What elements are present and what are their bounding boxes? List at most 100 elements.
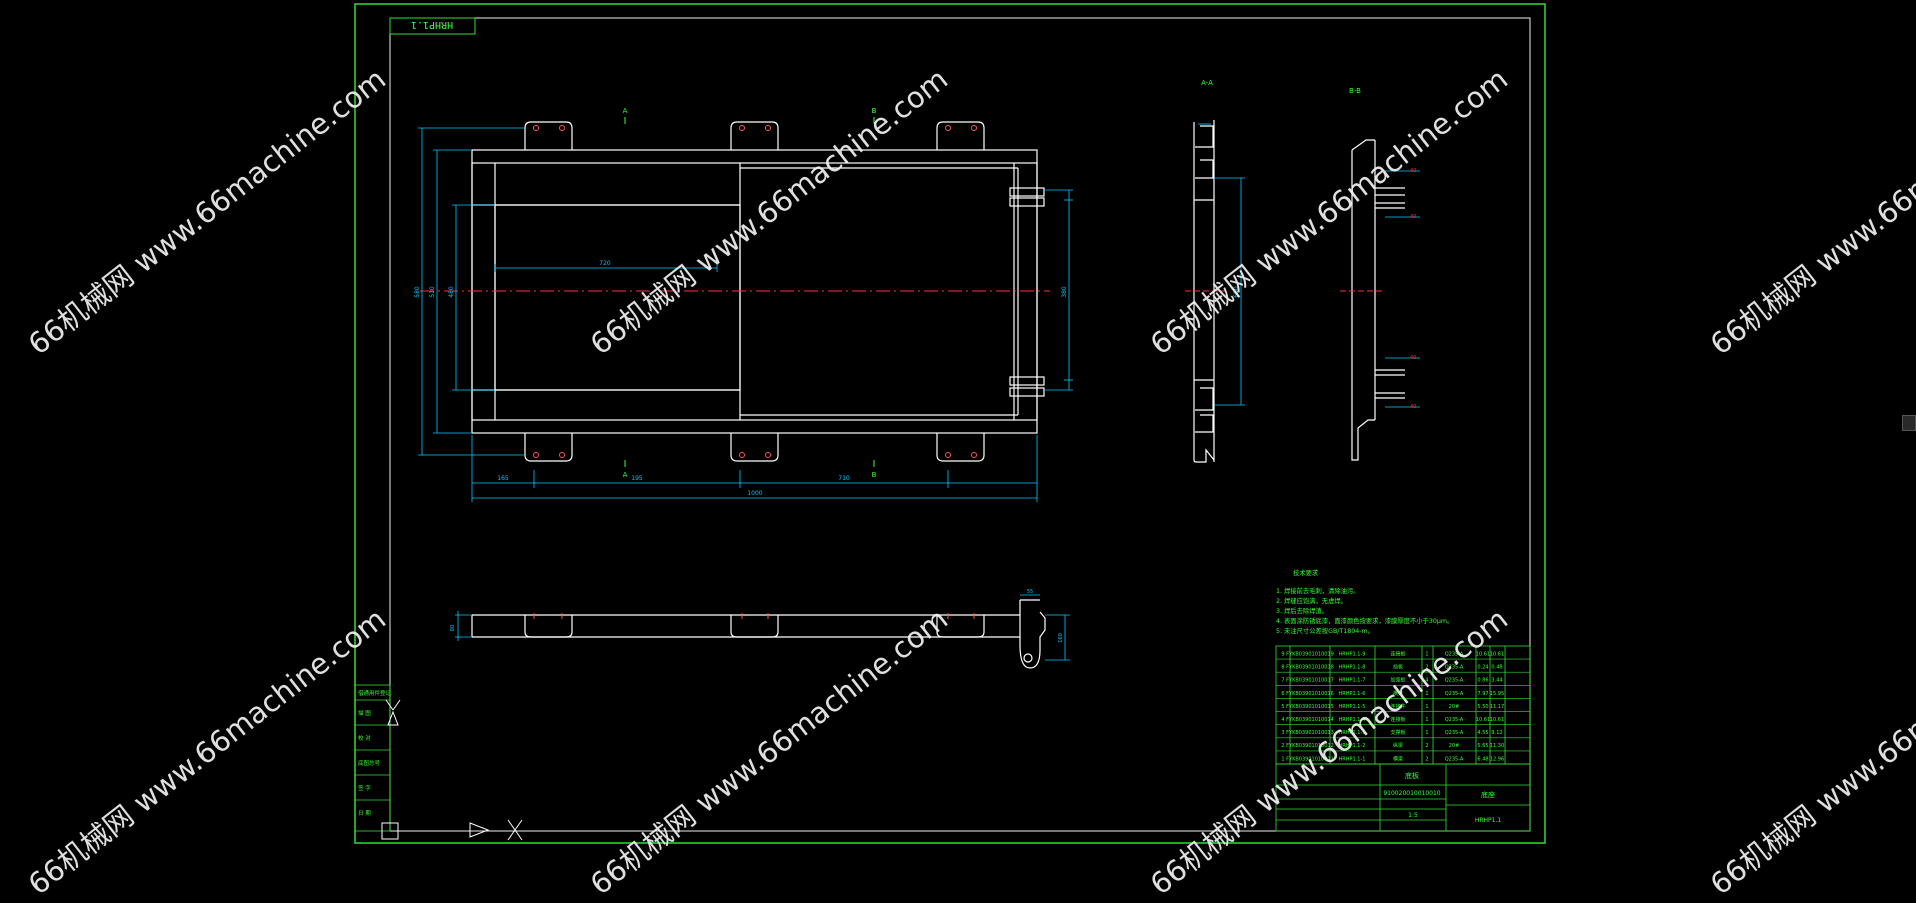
code-stamp: HRHP1.1 bbox=[411, 19, 453, 30]
bom-cell: Q235-A bbox=[1445, 717, 1464, 723]
plan-dimension-text: 720 1000 165 195 710 580 510 480 380 bbox=[414, 260, 1068, 497]
bom-cell: 2 bbox=[1425, 665, 1428, 671]
bom-cell: 2 bbox=[1425, 756, 1428, 762]
bom-cell: 9 bbox=[1281, 651, 1284, 657]
bom-cell: 3.44 bbox=[1491, 678, 1502, 684]
scrollbar-thumb[interactable] bbox=[1902, 415, 1916, 431]
dim-bottom-2: 195 bbox=[631, 475, 643, 482]
bom-cell: 4 bbox=[1281, 717, 1284, 723]
side-label-strip bbox=[354, 684, 391, 832]
bom-cell: FYKB03901010016 bbox=[1286, 691, 1334, 697]
section-b-view bbox=[1351, 139, 1405, 461]
title-block-scale: 1:5 bbox=[1408, 812, 1418, 819]
bom-cell: 7.97 bbox=[1477, 691, 1488, 697]
bom-cell: 挡板 bbox=[1393, 664, 1403, 671]
cut-markers: A B A B bbox=[623, 107, 877, 479]
ucs-icon bbox=[381, 699, 523, 841]
bom-cell: 2 bbox=[1281, 743, 1284, 749]
bom-cell: 7 bbox=[1281, 678, 1284, 684]
bom-cell: 连接件 bbox=[1390, 703, 1405, 710]
section-a-dim bbox=[1198, 123, 1245, 406]
bom-cell: 横梁 bbox=[1393, 690, 1403, 697]
sheet-outer-frame bbox=[354, 3, 1546, 844]
note-2: 2. 焊缝应饱满，无虚焊。 bbox=[1276, 596, 1347, 605]
bom-cell: 0.24 bbox=[1477, 665, 1488, 671]
bom-cell: HRHP1.1-6 bbox=[1339, 691, 1366, 697]
bom-cell: 支撑板 bbox=[1390, 729, 1405, 736]
bom-cell: FYKB03901010019 bbox=[1286, 651, 1334, 657]
bolt-holes bbox=[533, 125, 977, 458]
svg-text:80: 80 bbox=[450, 625, 456, 631]
bom-cell: 1 bbox=[1281, 756, 1284, 762]
code-stamp-box bbox=[389, 17, 476, 35]
svg-text:校 对: 校 对 bbox=[358, 734, 371, 742]
bom-cell: 连接板 bbox=[1390, 716, 1405, 723]
svg-text:40: 40 bbox=[1410, 404, 1416, 410]
section-b-dim-text: 40 40 40 40 bbox=[1410, 168, 1416, 410]
bom-cell: 10.61 bbox=[1490, 717, 1504, 723]
bom-cell: Q235-A bbox=[1445, 651, 1464, 657]
side-label-text: 借通用件登记 描 图 校 对 底图总号 签 字 日 期 bbox=[358, 689, 392, 817]
bom-cell: 11.30 bbox=[1490, 743, 1504, 749]
bom-cell: HRHP1.1-4 bbox=[1339, 717, 1366, 723]
title-block-code: HRHP1.1 bbox=[1475, 817, 1502, 824]
bom-cell: HRHP1.1-2 bbox=[1339, 743, 1366, 749]
svg-text:底图总号: 底图总号 bbox=[358, 759, 381, 767]
bom-cell: 纵梁 bbox=[1393, 742, 1403, 749]
bom-cell: 6.48 bbox=[1477, 756, 1488, 762]
bom-cell: 20# bbox=[1449, 704, 1460, 710]
bom-cell: 9.12 bbox=[1491, 730, 1502, 736]
bom-cell: 连接板 bbox=[1390, 650, 1405, 657]
cut-b-top: B bbox=[872, 107, 877, 115]
bom-cell: 10.61 bbox=[1476, 651, 1490, 657]
title-block-part: 底座 bbox=[1481, 790, 1495, 799]
title-block-text: 底板 910020010010010 底座 HRHP1.1 1:5 bbox=[1383, 771, 1501, 824]
section-b-label: B-B bbox=[1349, 87, 1361, 95]
bom-cell: 8 bbox=[1281, 665, 1284, 671]
bom-cell: HRHP1.1-9 bbox=[1339, 651, 1366, 657]
bom-cell: Q235-A bbox=[1445, 730, 1464, 736]
bom-cell: 12.96 bbox=[1490, 756, 1504, 762]
bom-cell: HRHP1.1-8 bbox=[1339, 665, 1366, 671]
dim-bottom-total: 1000 bbox=[747, 490, 762, 497]
bom-cell: 10.61 bbox=[1476, 717, 1490, 723]
bom-cell: HRHP1.1-7 bbox=[1339, 678, 1366, 684]
side-view-holes bbox=[533, 613, 975, 619]
bom-cell: 10.61 bbox=[1490, 651, 1504, 657]
bom-cell: 3 bbox=[1281, 730, 1284, 736]
bom-cell: 1 bbox=[1425, 651, 1428, 657]
note-5: 5. 未注尺寸公差按GB/T1804-m。 bbox=[1276, 626, 1374, 635]
section-a-view bbox=[1193, 120, 1215, 463]
bom-cell: 4 bbox=[1425, 678, 1428, 684]
bom-cell: FYKB03901010017 bbox=[1286, 678, 1334, 684]
svg-text:描 图: 描 图 bbox=[358, 709, 371, 717]
bom-cell: Q235-A bbox=[1445, 756, 1464, 762]
bom-cell: FYKB03901010011 bbox=[1286, 756, 1334, 762]
side-view-dims bbox=[455, 594, 1070, 661]
bom-cell: 15.95 bbox=[1490, 691, 1504, 697]
bom-cell: 5.65 bbox=[1477, 743, 1488, 749]
cut-b-bottom: B bbox=[872, 471, 877, 479]
bom-cell: HRHP1.1-1 bbox=[1339, 756, 1366, 762]
section-a-dim-text: 650 bbox=[1233, 286, 1240, 298]
technical-notes: 技术要求 1. 焊接前去毛刺，清除油污。 2. 焊缝应饱满，无虚焊。 3. 焊后… bbox=[1276, 568, 1453, 635]
svg-text:借通用件登记: 借通用件登记 bbox=[358, 689, 392, 697]
svg-text:40: 40 bbox=[1410, 214, 1416, 220]
cut-a-top: A bbox=[623, 107, 628, 115]
bom-cell: Q235-A bbox=[1445, 691, 1464, 697]
title-block-number: 910020010010010 bbox=[1383, 790, 1440, 797]
bom-cell: HRHP1.1-3 bbox=[1339, 730, 1366, 736]
bom-cell: 11.17 bbox=[1490, 704, 1504, 710]
sheet-inner-frame bbox=[389, 17, 1531, 832]
svg-text:160: 160 bbox=[1058, 633, 1064, 643]
bom-cell: FYKB03901010014 bbox=[1286, 717, 1334, 723]
bom-cell: Q235-A bbox=[1445, 665, 1464, 671]
bom-cell: FYKB03901010012 bbox=[1286, 743, 1334, 749]
title-block-name: 底板 bbox=[1405, 771, 1419, 780]
cut-a-bottom: A bbox=[623, 471, 628, 479]
svg-text:40: 40 bbox=[1410, 355, 1416, 361]
section-a-label: A-A bbox=[1201, 79, 1213, 87]
dim-h1: 580 bbox=[414, 286, 421, 298]
bom-cell: 20# bbox=[1449, 743, 1460, 749]
